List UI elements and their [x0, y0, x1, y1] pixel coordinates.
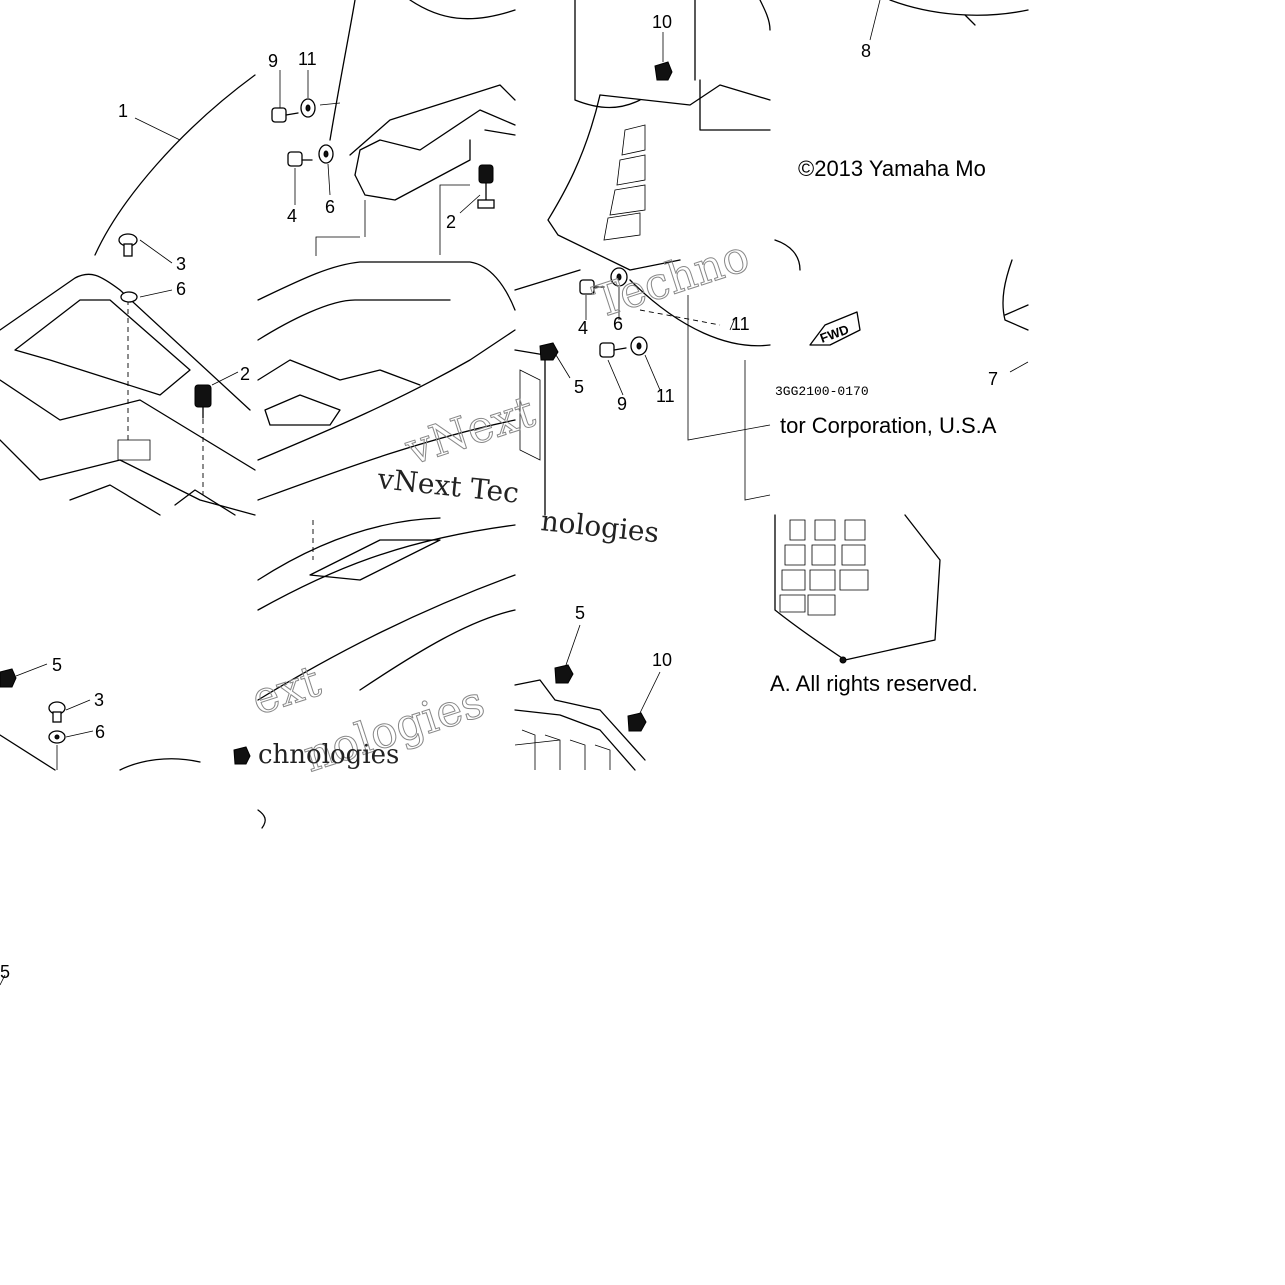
watermark-nologies: nologies — [539, 504, 660, 549]
watermark-chnologies: chnologies — [258, 740, 399, 770]
watermark-vnext-tec: vNext Tec — [375, 462, 520, 510]
rear-fender-left-tile — [0, 74, 256, 516]
bolt-3-left — [118, 233, 138, 257]
callout-4-top: 4 — [287, 206, 297, 226]
callout-6-left: 6 — [176, 279, 186, 299]
seat-bracket-tile — [257, 0, 516, 501]
side-grille-right-tile — [774, 514, 941, 664]
nut-10-lower — [627, 712, 647, 732]
fender-lower-middle-tile — [257, 517, 516, 829]
callout-9-right: 9 — [617, 394, 627, 414]
callout-6-bottom-left: 6 — [95, 722, 105, 742]
copyright-line-2: tor Corporation, U.S.A — [780, 413, 997, 438]
callout-6-top: 6 — [325, 197, 335, 217]
callout-1: 1 — [118, 101, 128, 121]
callout-3-bottom-left: 3 — [94, 690, 104, 710]
watermarks: vNext Tec nologies Techno vNext ext nolo… — [245, 230, 756, 783]
nut-5-middle — [539, 342, 559, 361]
nut-5-bottom-left — [0, 668, 17, 688]
callout-5-middle: 5 — [574, 377, 584, 397]
callout-9-top: 9 — [268, 51, 278, 71]
callout-3-left: 3 — [176, 254, 186, 274]
bolt-9-top — [271, 107, 299, 123]
bolt-2-middle — [477, 164, 495, 209]
bolt-9-right — [599, 342, 627, 358]
watermark-ext: ext — [246, 656, 327, 726]
copyright-line-1: ©2013 Yamaha Mo — [798, 156, 986, 181]
copyright-line-3: A. All rights reserved. — [770, 671, 978, 696]
nut-10-top — [654, 61, 673, 81]
fwd-arrow-icon: FWD — [809, 311, 861, 346]
nut-5-lower — [554, 664, 574, 684]
bolt-3-bottom-left — [48, 701, 66, 723]
callout-8: 8 — [861, 41, 871, 61]
callout-11-right: 11 — [656, 386, 675, 406]
callout-5-bottom-left: 5 — [52, 655, 62, 675]
watermark-vnext: vNext — [399, 386, 541, 476]
washer-6-left — [120, 291, 138, 303]
fender-lower-left-tile — [0, 734, 201, 771]
grille-slots — [603, 124, 646, 241]
callout-2-middle: 2 — [446, 212, 456, 232]
fasteners — [0, 61, 673, 765]
part-code: 3GG2100-0170 — [775, 384, 869, 399]
callout-5-edge: 5 — [0, 962, 10, 982]
callout-2-left: 2 — [240, 364, 250, 384]
callout-11-top: 11 — [298, 49, 317, 69]
callout-10-lower: 10 — [652, 650, 672, 670]
bolt-2-left — [194, 384, 212, 419]
side-cover-tile — [514, 0, 771, 516]
bolt-4-right — [579, 279, 605, 295]
callout-5-lower: 5 — [575, 603, 585, 623]
callout-numbers: 1 9 11 4 6 3 6 2 2 10 8 4 6 5 9 11 11 7 … — [0, 12, 998, 982]
callout-6-right: 6 — [613, 314, 623, 334]
grille-lower-tile — [514, 679, 646, 771]
callout-4-right: 4 — [578, 318, 588, 338]
callout-11-cover: 11 — [731, 314, 750, 334]
callout-7: 7 — [988, 369, 998, 389]
callout-10-top: 10 — [652, 12, 672, 32]
nut-bottom-middle — [233, 746, 251, 765]
leader-lines — [0, 0, 1029, 986]
bolt-4-top — [287, 151, 313, 167]
side-grille-slots — [779, 519, 869, 616]
